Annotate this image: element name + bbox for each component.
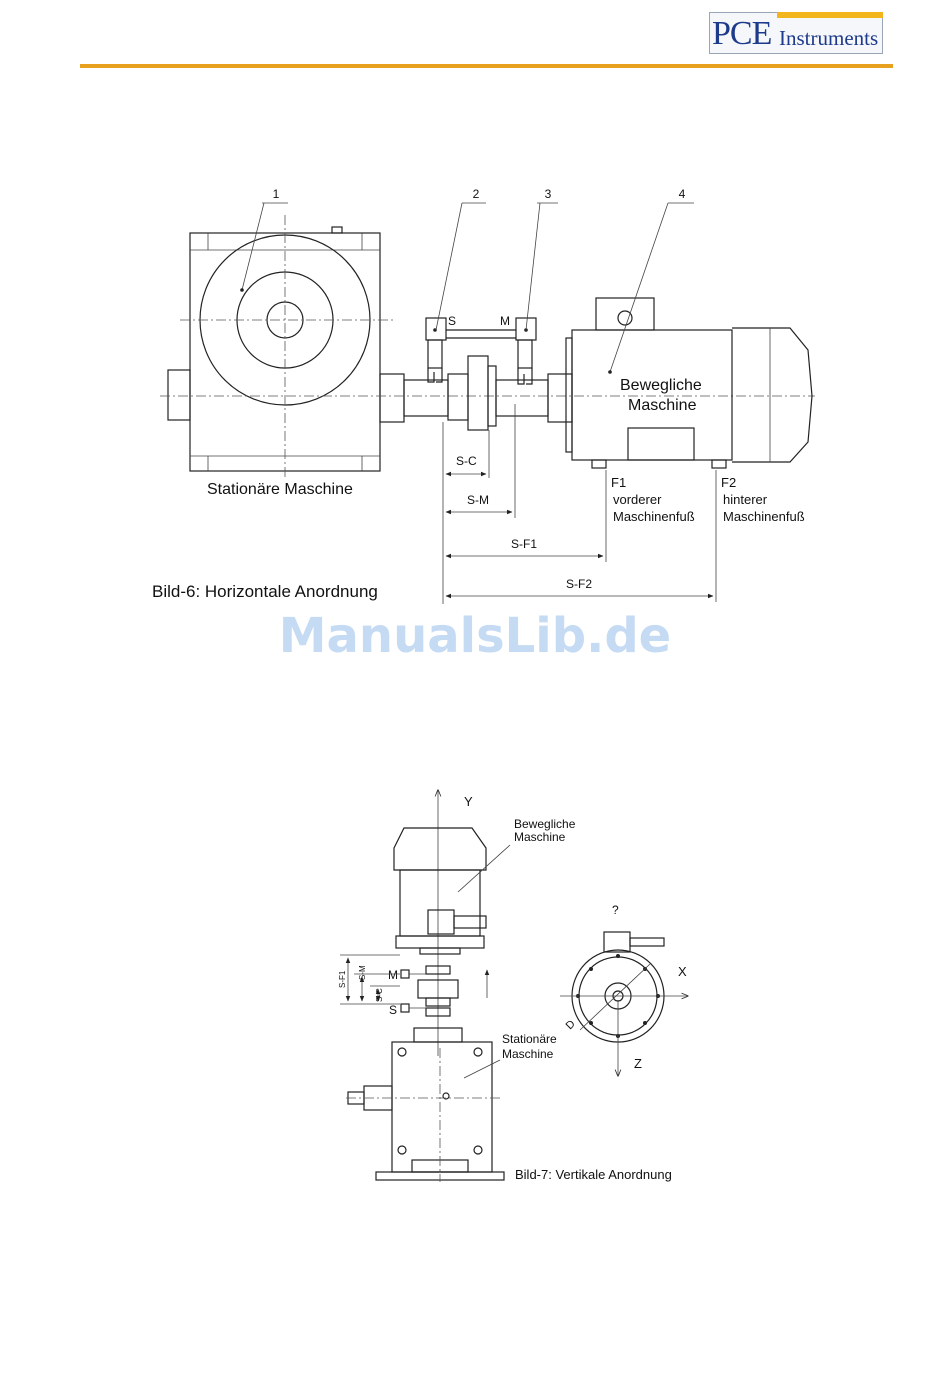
stationary-machine-drawing xyxy=(160,215,815,478)
vertical-dim-s-m: S-M xyxy=(358,965,367,980)
vertical-label-m: M xyxy=(388,968,398,982)
axis-x-label: X xyxy=(678,964,687,979)
callout-2: 2 xyxy=(473,187,480,201)
dim-s-f1: S-F1 xyxy=(511,537,537,551)
vertical-dim-s-f1: S-F1 xyxy=(338,970,347,988)
measuring-units-drawing xyxy=(426,318,536,384)
foot-f2-desc-line1: hinterer xyxy=(723,492,768,507)
dim-s-m: S-M xyxy=(467,493,489,507)
vertical-stationary-label-line2: Maschine xyxy=(502,1047,554,1061)
vertical-stationary-machine-drawing xyxy=(346,1042,504,1182)
stationary-machine-label: Stationäre Maschine xyxy=(207,481,353,498)
vertical-moving-machine-drawing xyxy=(394,828,486,954)
label-s-unit: S xyxy=(448,314,456,328)
foot-f2-desc-line2: Maschinenfuß xyxy=(723,509,805,524)
vertical-moving-label-line2: Maschine xyxy=(514,830,566,844)
coupling-drawing xyxy=(448,356,572,430)
vertical-stationary-label-line1: Stationäre xyxy=(502,1032,557,1046)
watermark: ManualsLib.de xyxy=(0,608,950,664)
callout-1: 1 xyxy=(273,187,280,201)
vertical-dim-s-c: S-C xyxy=(375,988,384,1002)
figure-6-caption: Bild-6: Horizontale Anordnung xyxy=(152,582,378,601)
callout-leaders xyxy=(240,203,694,374)
label-m-unit: M xyxy=(500,314,510,328)
stationary-leader xyxy=(464,1060,500,1078)
axis-y-label: Y xyxy=(464,794,473,809)
dim-s-f2: S-F2 xyxy=(566,577,592,591)
front-view-drawing xyxy=(560,932,688,1076)
moving-machine-label-line1: Bewegliche xyxy=(620,377,702,394)
foot-f1-desc-line2: Maschinenfuß xyxy=(613,509,695,524)
moving-machine-label-line2: Maschine xyxy=(628,397,697,414)
label-d: D xyxy=(564,1018,578,1032)
callout-4: 4 xyxy=(679,187,686,201)
callout-3: 3 xyxy=(545,187,552,201)
vertical-coupling-drawing xyxy=(401,966,487,1042)
front-view-question: ? xyxy=(612,903,619,917)
foot-f2: F2 xyxy=(721,475,736,490)
figure-7-vertical: Y Bewegliche Maschine M S xyxy=(338,790,688,1182)
dim-s-c: S-C xyxy=(456,454,477,468)
moving-leader xyxy=(458,845,510,892)
foot-f1: F1 xyxy=(611,475,626,490)
vertical-moving-label-line1: Bewegliche xyxy=(514,817,576,831)
figure-7-caption: Bild-7: Vertikale Anordnung xyxy=(515,1167,672,1182)
foot-f1-desc-line1: vorderer xyxy=(613,492,662,507)
figure-6-horizontal: 1 2 3 4 S M Bewegliche Maschine Stationä… xyxy=(152,187,815,604)
axis-z-label: Z xyxy=(634,1056,642,1071)
vertical-label-s: S xyxy=(389,1003,397,1017)
